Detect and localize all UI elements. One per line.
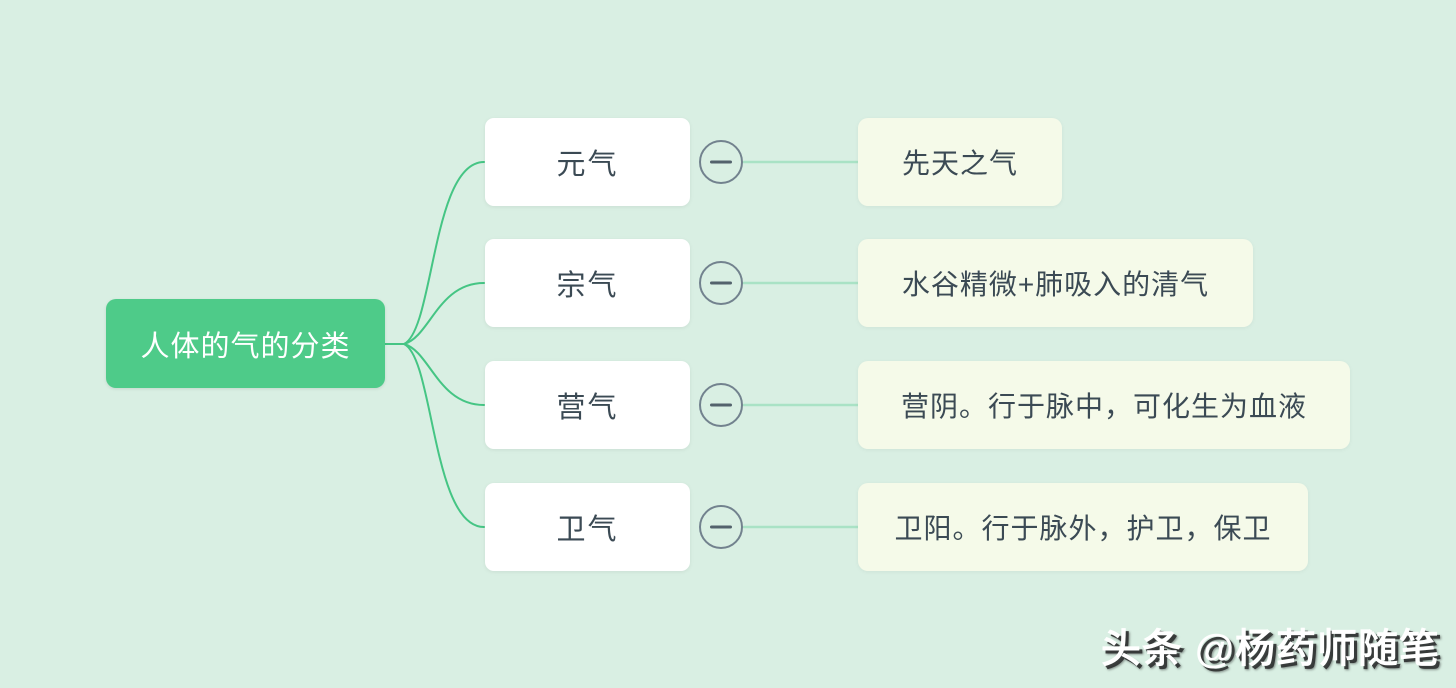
minus-icon [710,281,732,285]
minus-icon [710,403,732,407]
collapse-button[interactable] [699,140,743,184]
detail-node-zongqi[interactable]: 水谷精微+肺吸入的清气 [858,239,1253,327]
topic-node-weiqi[interactable]: 卫气 [485,483,690,571]
root-topic-node[interactable]: 人体的气的分类 [106,299,385,388]
watermark: 头条 @杨药师随笔 [1100,627,1440,671]
detail-node-weiqi[interactable]: 卫阳。行于脉外，护卫，保卫 [858,483,1308,571]
collapse-button[interactable] [699,505,743,549]
collapse-button[interactable] [699,261,743,305]
minus-icon [710,160,732,164]
collapse-button[interactable] [699,383,743,427]
branch-curve-3 [403,343,485,406]
detail-node-yuanqi[interactable]: 先天之气 [858,118,1062,206]
detail-node-yingqi[interactable]: 营阴。行于脉中，可化生为血液 [858,361,1350,449]
branch-curve-1 [403,161,485,345]
minus-icon [710,525,732,529]
branch-curve-4 [403,343,485,528]
topic-node-zongqi[interactable]: 宗气 [485,239,690,327]
topic-node-yingqi[interactable]: 营气 [485,361,690,449]
topic-node-yuanqi[interactable]: 元气 [485,118,690,206]
branch-curve-2 [403,282,485,345]
